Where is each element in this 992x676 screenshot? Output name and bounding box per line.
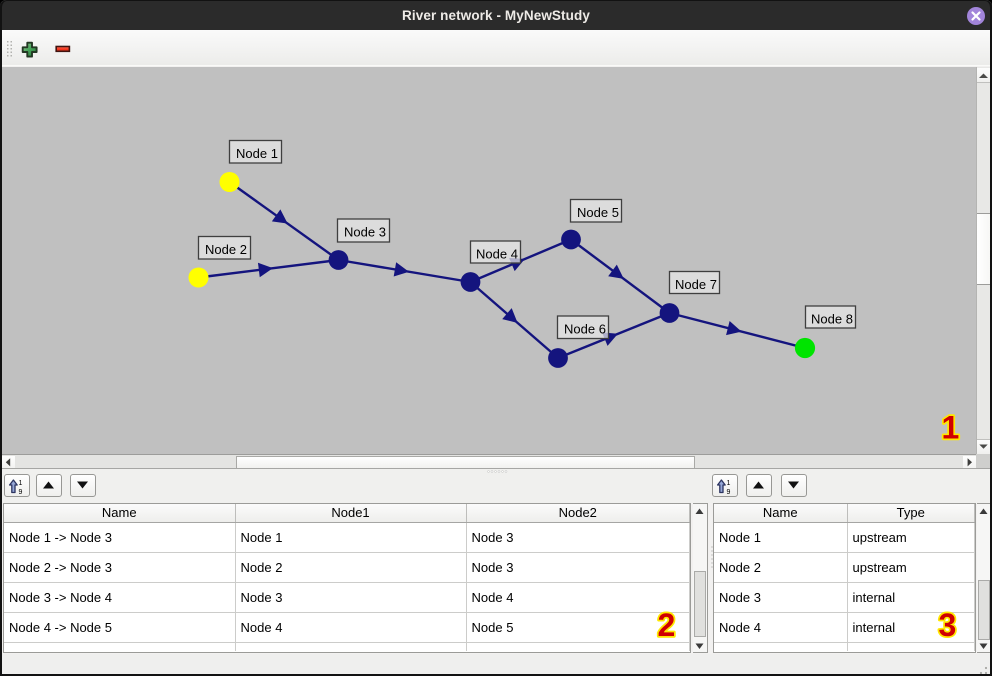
- svg-text:9: 9: [727, 489, 731, 496]
- svg-text:Node 4: Node 4: [476, 247, 518, 262]
- svg-text:Node 8: Node 8: [811, 312, 853, 327]
- svg-text:Node 7: Node 7: [675, 277, 717, 292]
- svg-text:Node 5: Node 5: [577, 205, 619, 220]
- svg-text:9: 9: [19, 489, 23, 496]
- svg-text:Node 6: Node 6: [564, 322, 606, 337]
- svg-text:Node 3: Node 3: [344, 225, 386, 240]
- svg-text:Node 2: Node 2: [205, 242, 247, 257]
- svg-text:1: 1: [727, 480, 731, 487]
- svg-text:1: 1: [19, 480, 23, 487]
- svg-text:Node 1: Node 1: [236, 146, 278, 161]
